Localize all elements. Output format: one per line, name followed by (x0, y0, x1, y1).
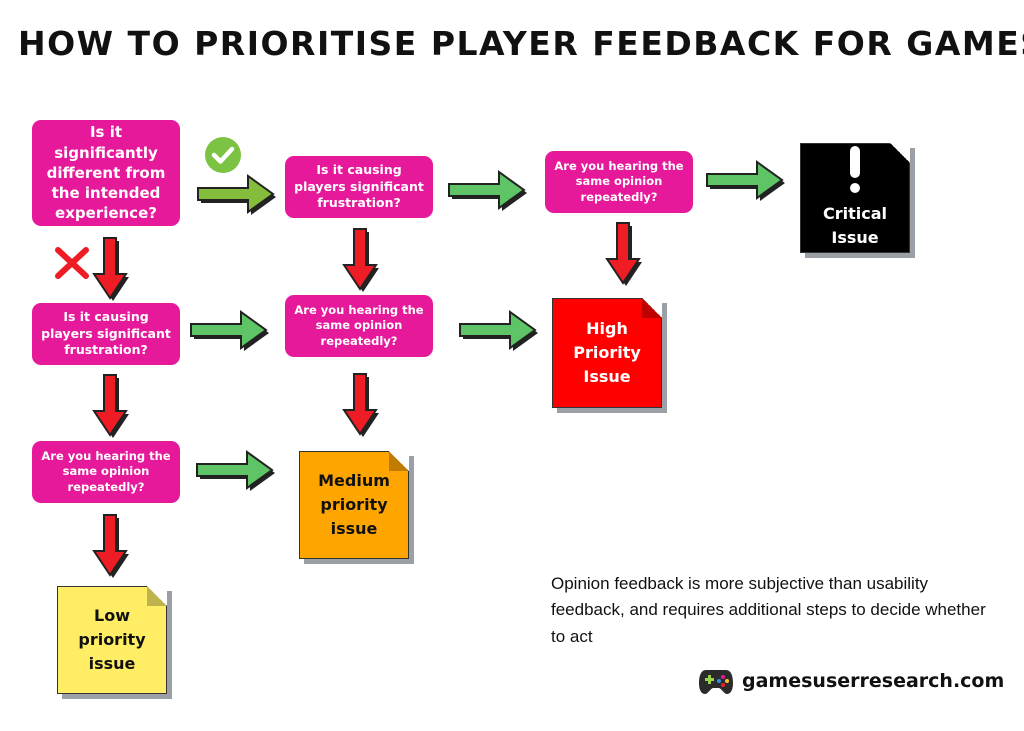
arrow-down-2 (92, 374, 129, 438)
site-url[interactable]: gamesuserresearch.com (742, 670, 1005, 692)
arrow-down-1 (92, 237, 129, 301)
question-frustration-2: Is it causing players significant frustr… (285, 156, 433, 218)
arrow-right-6 (196, 450, 275, 491)
arrow-down-4 (342, 228, 379, 292)
question-opinion-2: Are you hearing the same opinion repeate… (285, 295, 433, 357)
exclamation-icon (850, 146, 860, 193)
question-different: Is it significantly different from the i… (32, 120, 180, 226)
critical-issue-label: Critical Issue (822, 204, 887, 247)
high-priority-label: High Priority Issue (573, 319, 641, 386)
arrow-right-2 (448, 170, 527, 211)
cross-icon (55, 247, 89, 279)
check-icon (205, 137, 241, 173)
low-priority-label: Low priority issue (78, 606, 146, 673)
question-frustration-1: Is it causing players significant frustr… (32, 303, 180, 365)
site-branding: gamesuserresearch.com (698, 666, 1004, 696)
caption-text: Opinion feedback is more subjective than… (551, 574, 986, 646)
question-opinion-1: Are you hearing the same opinion repeate… (32, 441, 180, 503)
note-medium-priority: Medium priority issue (299, 451, 409, 559)
arrow-down-3 (92, 514, 129, 578)
arrow-right-1 (197, 174, 276, 215)
page-title: HOW TO PRIORITISE PLAYER FEEDBACK FOR GA… (18, 24, 1024, 63)
question-opinion-2-label: Are you hearing the same opinion repeate… (294, 302, 424, 348)
note-low-priority: Low priority issue (57, 586, 167, 694)
medium-priority-label: Medium priority issue (318, 471, 390, 538)
arrow-down-6 (605, 222, 642, 286)
question-opinion-1-label: Are you hearing the same opinion repeate… (41, 448, 171, 494)
question-opinion-3-label: Are you hearing the same opinion repeate… (554, 158, 684, 204)
arrow-down-5 (342, 373, 379, 437)
arrow-right-5 (459, 310, 538, 351)
note-critical-issue: Critical Issue (800, 143, 910, 253)
arrow-right-3 (706, 160, 785, 201)
question-frustration-1-label: Is it causing players significant frustr… (41, 308, 171, 358)
arrow-right-4 (190, 310, 269, 351)
question-different-label: Is it significantly different from the i… (46, 123, 166, 223)
note-high-priority: High Priority Issue (552, 298, 662, 408)
gamepad-icon (699, 670, 733, 694)
question-opinion-3: Are you hearing the same opinion repeate… (545, 151, 693, 213)
question-frustration-2-label: Is it causing players significant frustr… (294, 161, 424, 211)
